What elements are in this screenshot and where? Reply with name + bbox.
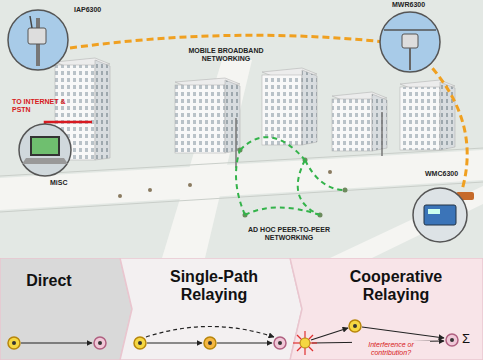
device-label: MWR6300 (392, 1, 442, 9)
device-label: AD HOC PEER-TO-PEER NETWORKING (233, 226, 345, 242)
scheme-title: Cooperative Relaying (316, 268, 476, 303)
note-text: Interference or contribution? (352, 341, 430, 357)
device-label: MiSC (50, 179, 90, 187)
device-label: IAP6300 (74, 6, 124, 14)
device-label: WMC6300 (425, 170, 479, 178)
scheme-title: Single-Path Relaying (140, 268, 288, 303)
scheme-title: Direct (4, 272, 94, 290)
device-label: MOBILE BROADBAND NETWORKING (184, 47, 268, 63)
device-label: TO INTERNET & PSTN (12, 98, 66, 114)
city-illustration (0, 0, 483, 258)
sum-symbol: Σ (462, 332, 478, 347)
